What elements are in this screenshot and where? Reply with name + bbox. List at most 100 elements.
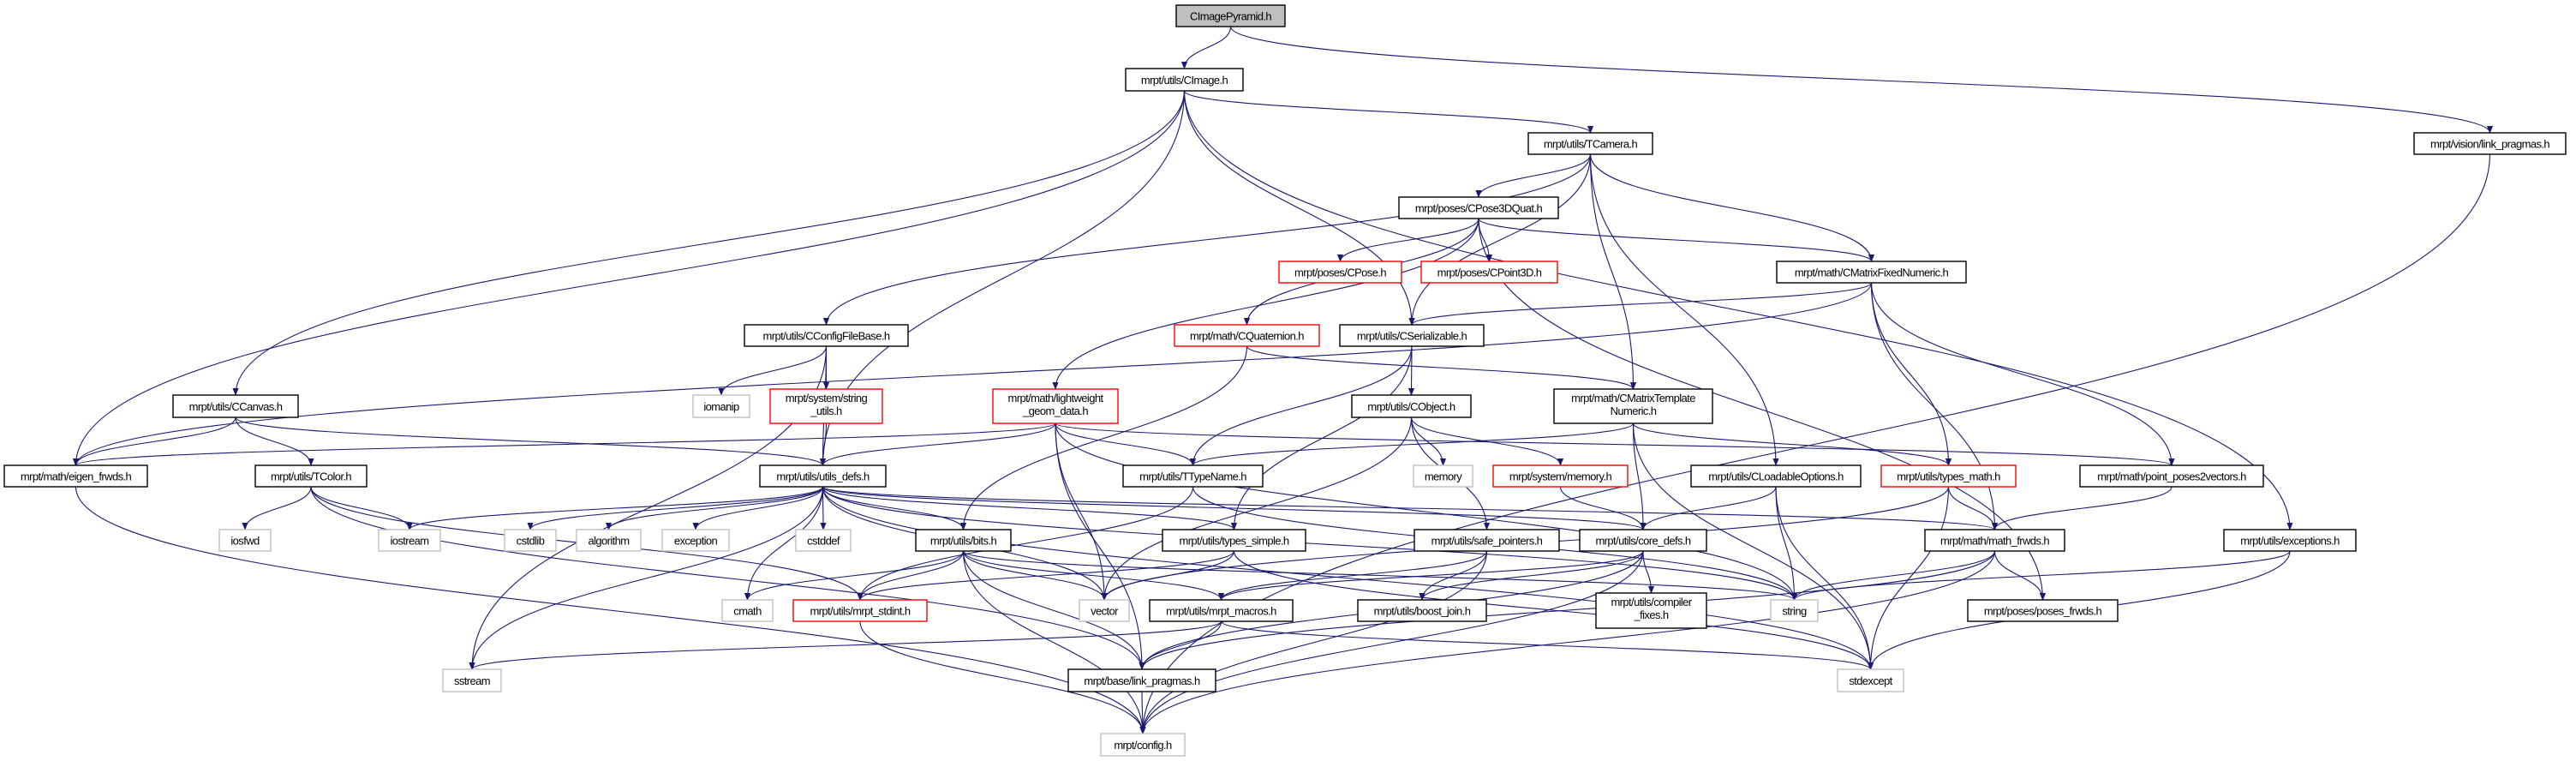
node-cpose3dquat[interactable]: mrpt/poses/CPose3DQuat.h bbox=[1398, 196, 1559, 219]
node-root[interactable]: CImagePyramid.h bbox=[1175, 4, 1286, 27]
edge-tcamera-to-cconfig bbox=[822, 153, 1592, 326]
node-label: mrpt/poses/poses_frwds.h bbox=[1984, 605, 2102, 618]
node-label: mrpt/utils/types_math.h bbox=[1897, 470, 2000, 483]
node-strutils[interactable]: mrpt/system/string_utils.h bbox=[769, 388, 883, 424]
edge-ttypename-to-stdint bbox=[857, 486, 1194, 601]
node-label: Numeric.h bbox=[1611, 404, 1657, 417]
node-eigen[interactable]: mrpt/math/eigen_frwds.h bbox=[3, 464, 148, 488]
edge-ccanvas-to-tcolor bbox=[235, 416, 314, 466]
edge-utilsdefs-to-algorithm bbox=[605, 486, 824, 530]
node-box bbox=[1100, 733, 1186, 757]
node-iostream[interactable]: iostream bbox=[378, 529, 441, 552]
node-boostjoin[interactable]: mrpt/utils/boost_join.h bbox=[1357, 599, 1487, 622]
node-cserial[interactable]: mrpt/utils/CSerializable.h bbox=[1339, 324, 1485, 347]
node-cmath[interactable]: cmath bbox=[721, 599, 774, 622]
node-tcamera[interactable]: mrpt/utils/TCamera.h bbox=[1527, 132, 1653, 155]
node-mathfrwds[interactable]: mrpt/math/math_frwds.h bbox=[1924, 529, 2065, 552]
node-cimage[interactable]: mrpt/utils/CImage.h bbox=[1125, 68, 1244, 92]
node-stdint[interactable]: mrpt/utils/mrpt_stdint.h bbox=[792, 599, 928, 622]
edge-safeptr-to-boostjoin bbox=[1419, 550, 1488, 601]
node-box bbox=[172, 394, 299, 418]
edge-mathfrwds-to-baselp bbox=[1139, 550, 1996, 670]
node-box bbox=[2079, 464, 2264, 488]
node-label: mrpt/math/CQuaternion.h bbox=[1190, 330, 1304, 343]
node-cloadable[interactable]: mrpt/utils/CLoadableOptions.h bbox=[1690, 464, 1862, 488]
node-label: cstddef bbox=[807, 535, 840, 548]
node-compfix[interactable]: mrpt/utils/compiler_fixes.h bbox=[1595, 592, 1707, 629]
node-box bbox=[1880, 464, 2017, 488]
node-iosfwd[interactable]: iosfwd bbox=[218, 529, 272, 552]
node-box bbox=[769, 388, 883, 424]
node-baselp[interactable]: mrpt/base/link_pragmas.h bbox=[1067, 668, 1216, 692]
node-exception[interactable]: exception bbox=[661, 529, 730, 552]
edge-cmatfixed-to-pp2v bbox=[1870, 282, 2175, 466]
node-utilsdefs[interactable]: mrpt/utils/utils_defs.h bbox=[759, 464, 887, 488]
node-cstddef[interactable]: cstddef bbox=[795, 529, 852, 552]
node-config[interactable]: mrpt/config.h bbox=[1100, 733, 1186, 757]
node-box bbox=[442, 668, 502, 692]
node-posesfrwds[interactable]: mrpt/poses/poses_frwds.h bbox=[1967, 599, 2119, 622]
node-label: mrpt/utils/CLoadableOptions.h bbox=[1708, 470, 1844, 483]
edge-bits-to-vector bbox=[962, 550, 1108, 601]
edge-cmatfixed-to-typesmath bbox=[1870, 282, 1952, 466]
edge-cquat-to-cmattmpl bbox=[1246, 345, 1636, 390]
edge-utilsdefs-to-cmath bbox=[744, 486, 824, 601]
node-sstream[interactable]: sstream bbox=[442, 668, 502, 692]
node-sysmem[interactable]: mrpt/system/memory.h bbox=[1492, 464, 1629, 488]
node-box bbox=[1149, 599, 1294, 622]
edge-safeptr-to-config bbox=[1139, 550, 1488, 734]
node-box bbox=[2223, 529, 2357, 552]
node-memory[interactable]: memory bbox=[1413, 464, 1473, 488]
node-cpoint3d[interactable]: mrpt/poses/CPoint3D.h bbox=[1420, 261, 1558, 284]
edge-cpose3dquat-to-cmatfixed bbox=[1478, 218, 1874, 262]
node-cpose[interactable]: mrpt/poses/CPose.h bbox=[1278, 261, 1402, 284]
node-coredefs[interactable]: mrpt/utils/core_defs.h bbox=[1579, 529, 1707, 552]
node-iomanip[interactable]: iomanip bbox=[692, 394, 750, 418]
node-box bbox=[1420, 261, 1558, 284]
node-box bbox=[1837, 668, 1904, 692]
node-macros[interactable]: mrpt/utils/mrpt_macros.h bbox=[1149, 599, 1294, 622]
edge-macros-to-baselp bbox=[1139, 620, 1222, 670]
node-stdexcept[interactable]: stdexcept bbox=[1837, 668, 1904, 692]
edge-mathfrwds-to-string bbox=[1790, 550, 1996, 601]
edge-cobject-to-sysmem bbox=[1410, 416, 1564, 466]
node-bits[interactable]: mrpt/utils/bits.h bbox=[915, 529, 1012, 552]
node-label: mrpt/math/math_frwds.h bbox=[1940, 535, 2049, 548]
node-safeptr[interactable]: mrpt/utils/safe_pointers.h bbox=[1414, 529, 1560, 552]
edge-macros-to-sstream bbox=[469, 620, 1222, 670]
edge-vision_lp-to-config bbox=[1139, 153, 2491, 734]
node-cstdlib[interactable]: cstdlib bbox=[504, 529, 557, 552]
node-label: vector bbox=[1091, 605, 1119, 618]
node-ttypename[interactable]: mrpt/utils/TTypeName.h bbox=[1122, 464, 1264, 488]
node-algorithm[interactable]: algorithm bbox=[576, 529, 642, 552]
edge-ccanvas-to-utilsdefs bbox=[235, 416, 826, 466]
node-cobject[interactable]: mrpt/utils/CObject.h bbox=[1351, 394, 1472, 418]
node-vector[interactable]: vector bbox=[1079, 599, 1130, 622]
node-cmatfixed[interactable]: mrpt/math/CMatrixFixedNumeric.h bbox=[1776, 261, 1967, 284]
node-ccanvas[interactable]: mrpt/utils/CCanvas.h bbox=[172, 394, 299, 418]
edge-typessimple-to-stdexcept bbox=[1233, 550, 1874, 670]
node-tcolor[interactable]: mrpt/utils/TColor.h bbox=[254, 464, 368, 488]
edge-cpose3dquat-to-posesfrwds bbox=[1478, 218, 2047, 601]
edge-utilsdefs-to-exception bbox=[692, 486, 824, 530]
edge-utilsdefs-to-coredefs bbox=[822, 486, 1647, 530]
node-cconfig[interactable]: mrpt/utils/CConfigFileBase.h bbox=[744, 324, 909, 347]
node-pp2v[interactable]: mrpt/math/point_poses2vectors.h bbox=[2079, 464, 2264, 488]
node-exceptions[interactable]: mrpt/utils/exceptions.h bbox=[2223, 529, 2357, 552]
node-typessimple[interactable]: mrpt/utils/types_simple.h bbox=[1162, 529, 1306, 552]
node-vision_lp[interactable]: mrpt/vision/link_pragmas.h bbox=[2413, 132, 2567, 155]
node-string[interactable]: string bbox=[1770, 599, 1819, 622]
node-label: mrpt/base/link_pragmas.h bbox=[1084, 674, 1200, 687]
edge-bits-to-stdint bbox=[857, 550, 965, 601]
node-box bbox=[1351, 394, 1472, 418]
node-lightgeom[interactable]: mrpt/math/lightweight_geom_data.h bbox=[992, 388, 1119, 424]
edge-typessimple-to-stdint bbox=[857, 550, 1235, 601]
edge-utilsdefs-to-iostream bbox=[406, 486, 824, 530]
edge-root-to-vision_lp bbox=[1229, 26, 2493, 134]
node-label: mrpt/utils/types_simple.h bbox=[1179, 535, 1288, 548]
node-typesmath[interactable]: mrpt/utils/types_math.h bbox=[1880, 464, 2017, 488]
node-cquat[interactable]: mrpt/math/CQuaternion.h bbox=[1174, 324, 1320, 347]
node-label: _fixes.h bbox=[1633, 608, 1668, 621]
edge-macros-to-stdexcept bbox=[1220, 620, 1874, 670]
